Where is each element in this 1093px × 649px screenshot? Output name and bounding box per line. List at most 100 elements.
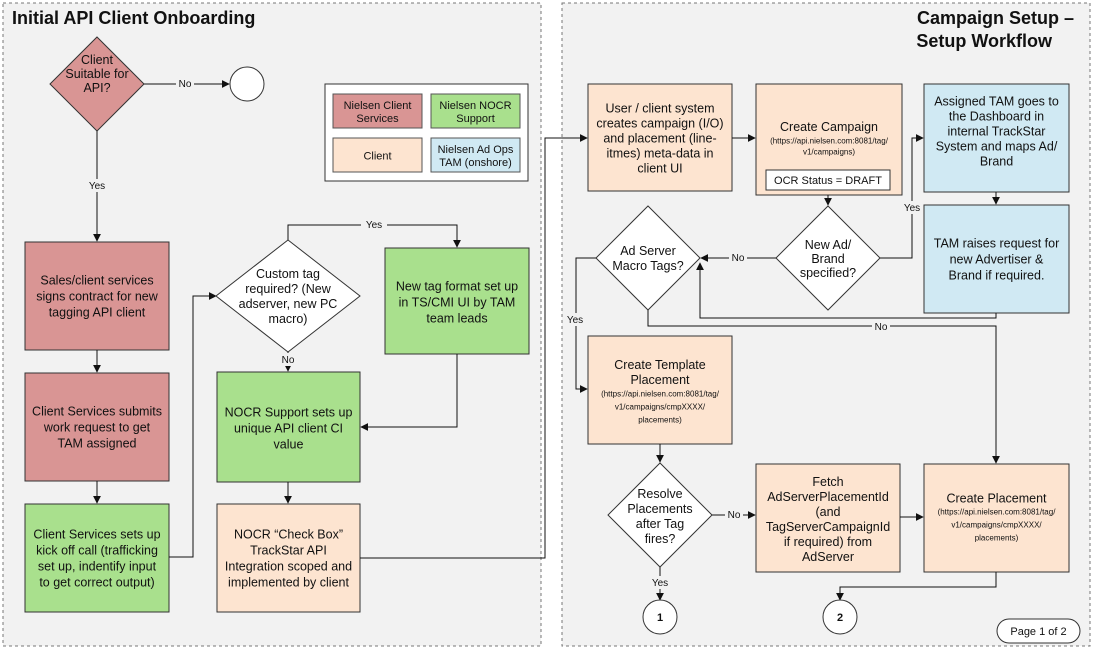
text-line: and placement (line- <box>603 131 716 145</box>
step-tam-dashboard <box>923 83 1070 193</box>
text-line: Integration scoped and <box>225 560 352 574</box>
step-sales-contract <box>24 241 170 351</box>
step-new-tag-format <box>384 247 530 355</box>
text-line: TAM assigned <box>58 437 137 451</box>
step-create-campaign-label: Create Campaign <box>780 120 878 134</box>
text-line: Create Placement <box>946 491 1047 505</box>
text-line: Resolve <box>637 487 682 501</box>
edge-label-yes-suitable: Yes <box>89 181 105 192</box>
text-line: TAM (onshore) <box>439 157 512 169</box>
legend-client-services <box>332 93 423 129</box>
text-line: work request to get <box>43 421 151 435</box>
ocr-status-label: OCR Status = DRAFT <box>774 175 882 187</box>
edge-label-bg <box>176 77 194 90</box>
connector-1 <box>642 599 678 635</box>
step-tam-raises <box>923 204 1070 314</box>
step-kickoff-call-label: Client Services sets up kick off call (tr… <box>33 528 160 590</box>
edge-macro-no <box>647 310 1000 464</box>
edge-label-bg <box>361 218 387 231</box>
text-line: New tag format set up <box>396 280 518 294</box>
text-line: Client Services submits <box>32 405 162 419</box>
step-create-campaign-url: (https://api.nielsen.com:8081/tag/v1/cam… <box>770 136 889 156</box>
page-indicator <box>996 618 1081 644</box>
text-line: client UI <box>637 161 682 175</box>
text-line: Fetch <box>812 475 843 489</box>
text-line: Suitable for <box>65 67 128 81</box>
text-line: adserver, new PC <box>239 297 338 311</box>
text-line: creates campaign (I/O) <box>596 116 723 130</box>
edge-label-no-brand: No <box>732 253 745 264</box>
text-line: itmes) meta-data in <box>607 146 714 160</box>
legend-ad-ops-tam <box>430 137 521 173</box>
text-line: specified? <box>800 266 856 280</box>
edge-label-no-resolve: No <box>728 510 741 521</box>
step-create-template-url: (https://api.nielsen.com:8081/tag/v1/cam… <box>601 390 720 425</box>
edge-label-yes-resolve: Yes <box>652 578 668 589</box>
text-line: v1/campaigns/cmpXXXX/ <box>615 403 706 412</box>
edge-new-tag-to-nocr <box>360 354 458 431</box>
edge-label-yes-custom: Yes <box>366 220 382 231</box>
text-line: New Ad/ <box>805 238 852 252</box>
text-line: after Tag <box>636 517 684 531</box>
ocr-status-box <box>765 169 891 191</box>
edge-label-yes-macro: Yes <box>567 315 583 326</box>
text-line: NOCR “Check Box” <box>234 528 343 542</box>
edge-label-no-macro: No <box>875 322 888 333</box>
edge-kickoff-to-custom-tag <box>169 292 217 558</box>
left-section-title: Initial API Client Onboarding <box>12 8 255 28</box>
text-line: (https://api.nielsen.com:8081/tag/ <box>938 508 1057 517</box>
text-line: Client Services sets up <box>33 528 160 542</box>
edge-label-no-custom: No <box>282 355 295 366</box>
edge-label-no-suitable: No <box>179 79 192 90</box>
text-line: signs contract for new <box>36 290 159 304</box>
legend-client <box>332 137 423 173</box>
text-line: Sales/client services <box>40 274 153 288</box>
text-line: Nielsen Client <box>344 100 412 112</box>
edge-placement-to-connector-2 <box>836 572 997 601</box>
step-create-placement-label: Create Placement <box>946 491 1047 505</box>
text-line: Support <box>456 113 495 125</box>
text-line: Create Template <box>614 358 706 372</box>
text-line: internal TrackStar <box>948 124 1046 138</box>
text-line: new Advertiser & <box>950 253 1044 267</box>
connector-1-label: 1 <box>657 612 663 624</box>
text-line: value <box>274 438 304 452</box>
edge-label-bg <box>729 251 747 264</box>
text-line: placements) <box>975 534 1019 543</box>
end-terminator <box>229 66 265 102</box>
edge-label-bg <box>563 313 589 326</box>
connector-2 <box>822 599 858 635</box>
step-work-request-label: Client Services submits work request to g… <box>32 405 162 451</box>
text-line: Custom tag <box>256 267 320 281</box>
text-line: Macro Tags? <box>612 259 683 273</box>
text-line: Services <box>356 113 399 125</box>
edge-label-bg <box>279 353 297 366</box>
step-nocr-setup <box>216 371 361 483</box>
step-user-creates <box>587 83 733 192</box>
text-line: required? (New <box>245 282 331 296</box>
text-line: API? <box>83 81 110 95</box>
text-line: (https://api.nielsen.com:8081/tag/ <box>601 390 720 399</box>
edge-label-bg <box>872 320 890 333</box>
edge-label-bg <box>900 201 924 214</box>
text-line: team leads <box>426 312 487 326</box>
edge-label-yes-brand: Yes <box>904 203 920 214</box>
step-fetch <box>755 463 901 573</box>
text-line: macro) <box>269 312 308 326</box>
text-line: System and maps Ad/ <box>936 139 1058 153</box>
text-line: (and <box>815 505 840 519</box>
text-line: fires? <box>645 532 676 546</box>
text-line: kick off call (trafficking <box>36 544 158 558</box>
edge-raise-to-macro <box>696 262 997 319</box>
